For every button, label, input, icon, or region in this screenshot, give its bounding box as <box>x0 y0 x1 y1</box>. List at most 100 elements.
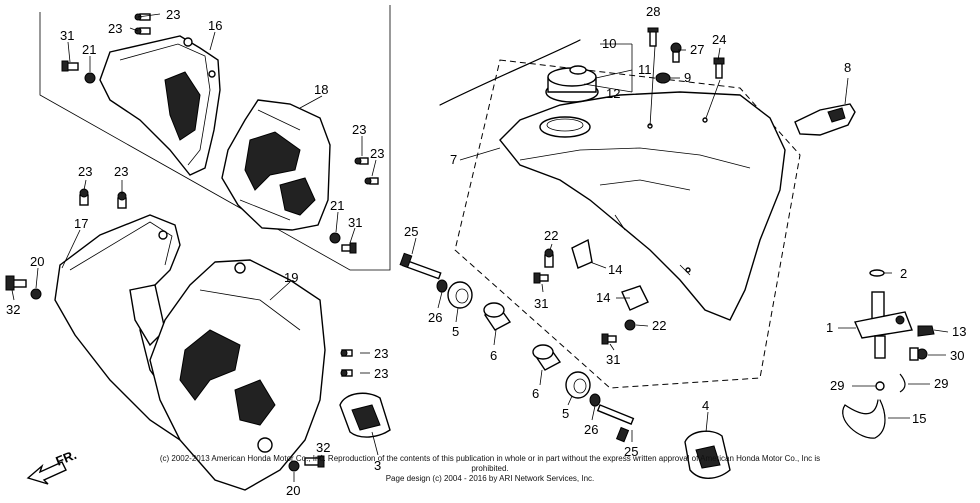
fuel-tank-7 <box>499 91 786 321</box>
bolt-24 <box>713 57 725 79</box>
label-12: 12 <box>606 86 620 101</box>
washer-26-left <box>436 279 448 293</box>
bracket-14-upper <box>571 238 593 269</box>
label-5: 5 <box>452 324 459 339</box>
washer-21-mid <box>329 232 341 244</box>
front-direction-arrow: FR. <box>26 447 79 485</box>
label-10: 10 <box>602 36 616 51</box>
washer-20-bottom <box>288 460 300 472</box>
label-31: 31 <box>534 296 548 311</box>
shroud-decal-18 <box>221 99 331 231</box>
part-number-labels: 23 23 31 21 16 18 23 23 21 31 23 23 17 2… <box>6 4 966 498</box>
o-ring-2 <box>869 269 885 277</box>
label-14: 14 <box>596 290 610 305</box>
label-20: 20 <box>30 254 44 269</box>
nut-13 <box>917 325 935 337</box>
label-2: 2 <box>900 266 907 281</box>
bolt-27 <box>670 42 682 63</box>
bolt-31-upper-left <box>61 60 79 72</box>
label-25: 25 <box>624 444 638 459</box>
bolt-32-left <box>5 275 27 291</box>
fuel-valve-1 <box>854 291 913 359</box>
label-17: 17 <box>74 216 88 231</box>
bolt-25-right <box>596 404 635 443</box>
label-32: 32 <box>316 440 330 455</box>
bolt-25-left <box>399 252 442 280</box>
label-19: 19 <box>284 270 298 285</box>
front-label: FR. <box>54 447 79 469</box>
washer-21-upper <box>84 72 96 84</box>
fuel-tube-15 <box>842 399 886 439</box>
screw-23-low-a <box>340 349 353 357</box>
label-9: 9 <box>684 70 691 85</box>
fuel-cap-11 <box>545 65 599 103</box>
label-26: 26 <box>428 310 442 325</box>
shroud-bracket-16 <box>99 35 221 176</box>
label-6: 6 <box>490 348 497 363</box>
label-23: 23 <box>108 21 122 36</box>
label-23: 23 <box>374 366 388 381</box>
rubber-mount-3 <box>339 392 391 438</box>
screw-23-mid-b <box>364 177 379 185</box>
label-21: 21 <box>330 198 344 213</box>
label-30: 30 <box>950 348 964 363</box>
label-16: 16 <box>208 18 222 33</box>
shroud-group-frame <box>39 5 391 271</box>
label-22: 22 <box>544 228 558 243</box>
tank-group-frame <box>454 59 801 389</box>
rubber-mount-4 <box>684 430 731 479</box>
label-22: 22 <box>652 318 666 333</box>
label-23: 23 <box>166 7 180 22</box>
screw-28 <box>647 27 659 47</box>
collar-6-left <box>483 302 512 331</box>
shroud-bracket-17 <box>54 214 202 441</box>
screw-23-left-b <box>117 191 127 209</box>
screw-23-low-b <box>340 369 353 377</box>
label-14: 14 <box>608 262 622 277</box>
label-23: 23 <box>352 122 366 137</box>
label-27: 27 <box>690 42 704 57</box>
bracket-14-lower <box>621 285 649 311</box>
label-5: 5 <box>562 406 569 421</box>
bolt-31-mid <box>341 242 357 254</box>
label-13: 13 <box>952 324 966 339</box>
label-7: 7 <box>450 152 457 167</box>
label-23: 23 <box>374 346 388 361</box>
label-20: 20 <box>286 483 300 498</box>
label-21: 21 <box>82 42 96 57</box>
label-25: 25 <box>404 224 418 239</box>
shroud-decal-19 <box>149 259 326 491</box>
washer-26-right <box>589 393 601 407</box>
label-31: 31 <box>60 28 74 43</box>
screw-23-left-a <box>79 188 89 206</box>
label-29: 29 <box>830 378 844 393</box>
cushion-5-left <box>447 281 473 309</box>
screw-23-top2 <box>134 27 151 35</box>
washer-20-left <box>30 288 42 300</box>
label-32: 32 <box>6 302 20 317</box>
clip-29 <box>875 373 906 393</box>
leader-lines <box>11 13 949 482</box>
label-31: 31 <box>348 215 362 230</box>
label-4: 4 <box>702 398 709 413</box>
label-29: 29 <box>934 376 948 391</box>
label-28: 28 <box>646 4 660 19</box>
label-6: 6 <box>532 386 539 401</box>
cushion-5-right <box>565 371 591 399</box>
copyright-notice: (c) 2002-2013 American Honda Motor Co., … <box>150 454 830 484</box>
label-24: 24 <box>712 32 726 47</box>
label-31: 31 <box>606 352 620 367</box>
copyright-line-2: Page design (c) 2004 - 2016 by ARI Netwo… <box>385 474 595 483</box>
label-1: 1 <box>826 320 833 335</box>
bracket-8 <box>794 103 856 136</box>
label-26: 26 <box>584 422 598 437</box>
bolt-22-lower <box>624 319 636 331</box>
label-3: 3 <box>374 458 381 473</box>
label-11: 11 <box>638 62 652 77</box>
screw-30 <box>909 347 928 361</box>
collar-6-right <box>532 344 562 371</box>
screw-23-mid-a <box>354 157 369 165</box>
label-18: 18 <box>314 82 328 97</box>
screw-23-top <box>134 13 151 21</box>
